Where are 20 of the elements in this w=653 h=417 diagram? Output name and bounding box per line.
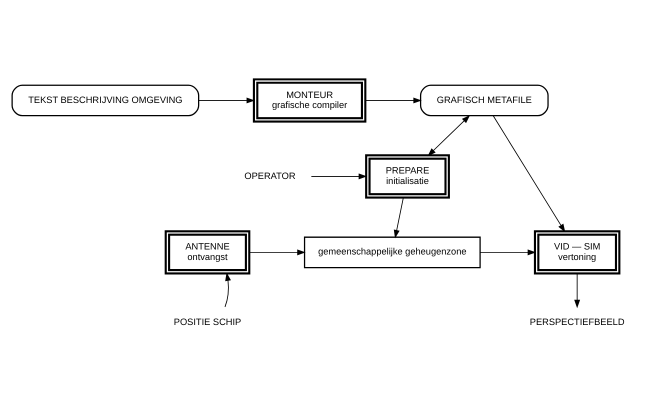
node-box: gemeenschappelijke geheugenzone (304, 236, 481, 268)
node-box: GRAFISCH METAFILE (420, 84, 549, 116)
arrow (480, 249, 536, 256)
node-box: TEKST BESCHRIJVING OMGEVING (12, 84, 200, 116)
arrow (198, 98, 256, 104)
node-text: POSITIE SCHIP (174, 316, 242, 327)
arrow (492, 115, 566, 232)
arrow (248, 249, 306, 256)
arrow (428, 115, 470, 156)
arrow (365, 98, 422, 104)
node-text: PERSPECTIEFBEELD (530, 316, 625, 327)
arrow (224, 272, 231, 308)
node-box: ANTENNE ontvangst (164, 230, 250, 275)
arrow (574, 273, 580, 308)
node-box: MONTEUR grafische compiler (252, 78, 366, 123)
node-box: VID — SIM vertoning (534, 230, 620, 275)
arrow (310, 173, 368, 180)
arrow (394, 197, 404, 238)
node-box: PREPARE initialisatie (365, 154, 450, 199)
node-text: OPERATOR (244, 170, 296, 181)
